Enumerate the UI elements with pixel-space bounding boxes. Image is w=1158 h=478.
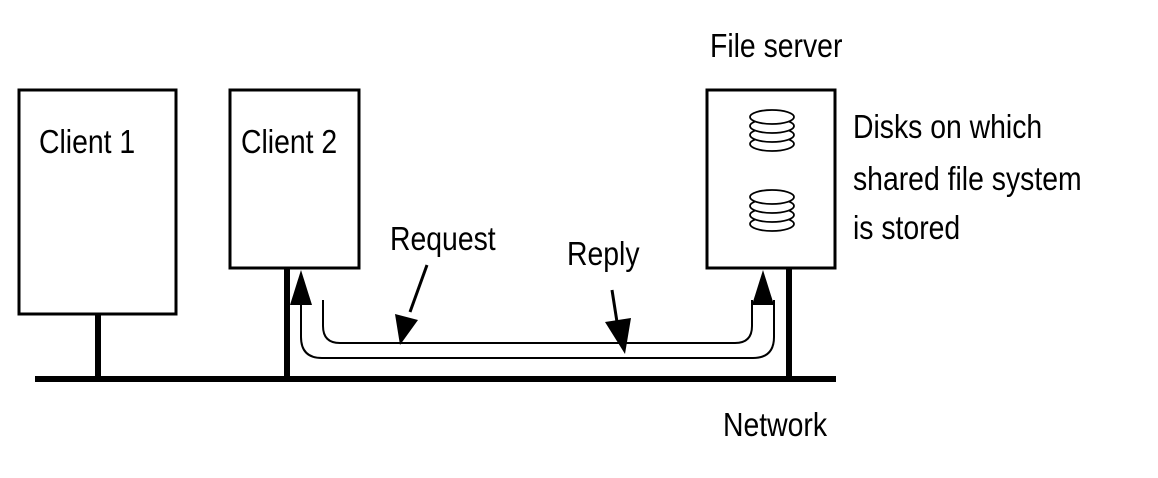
disks-annotation-line3: is stored (853, 209, 960, 247)
file-server-label: File server (710, 27, 842, 65)
reply-arrow-icon (605, 289, 631, 354)
network-label: Network (723, 406, 828, 444)
client1-box (17, 88, 178, 316)
client2-box (228, 88, 361, 270)
arrow-up-client2-icon (290, 270, 312, 305)
disks-annotation-line2: shared file system (853, 160, 1082, 198)
disk-stack-icon (749, 109, 795, 152)
reply-label: Reply (567, 235, 640, 273)
request-label: Request (390, 220, 496, 258)
request-arrow-icon (395, 264, 429, 345)
client2-label: Client 2 (241, 123, 337, 161)
disks-annotation-line1: Disks on which (853, 108, 1042, 146)
arrow-up-server-icon (752, 270, 774, 305)
client1-label: Client 1 (39, 123, 135, 161)
request-reply-path-outer (300, 300, 775, 359)
disk-stack-icon (749, 189, 795, 232)
request-reply-path-inner (322, 300, 753, 344)
